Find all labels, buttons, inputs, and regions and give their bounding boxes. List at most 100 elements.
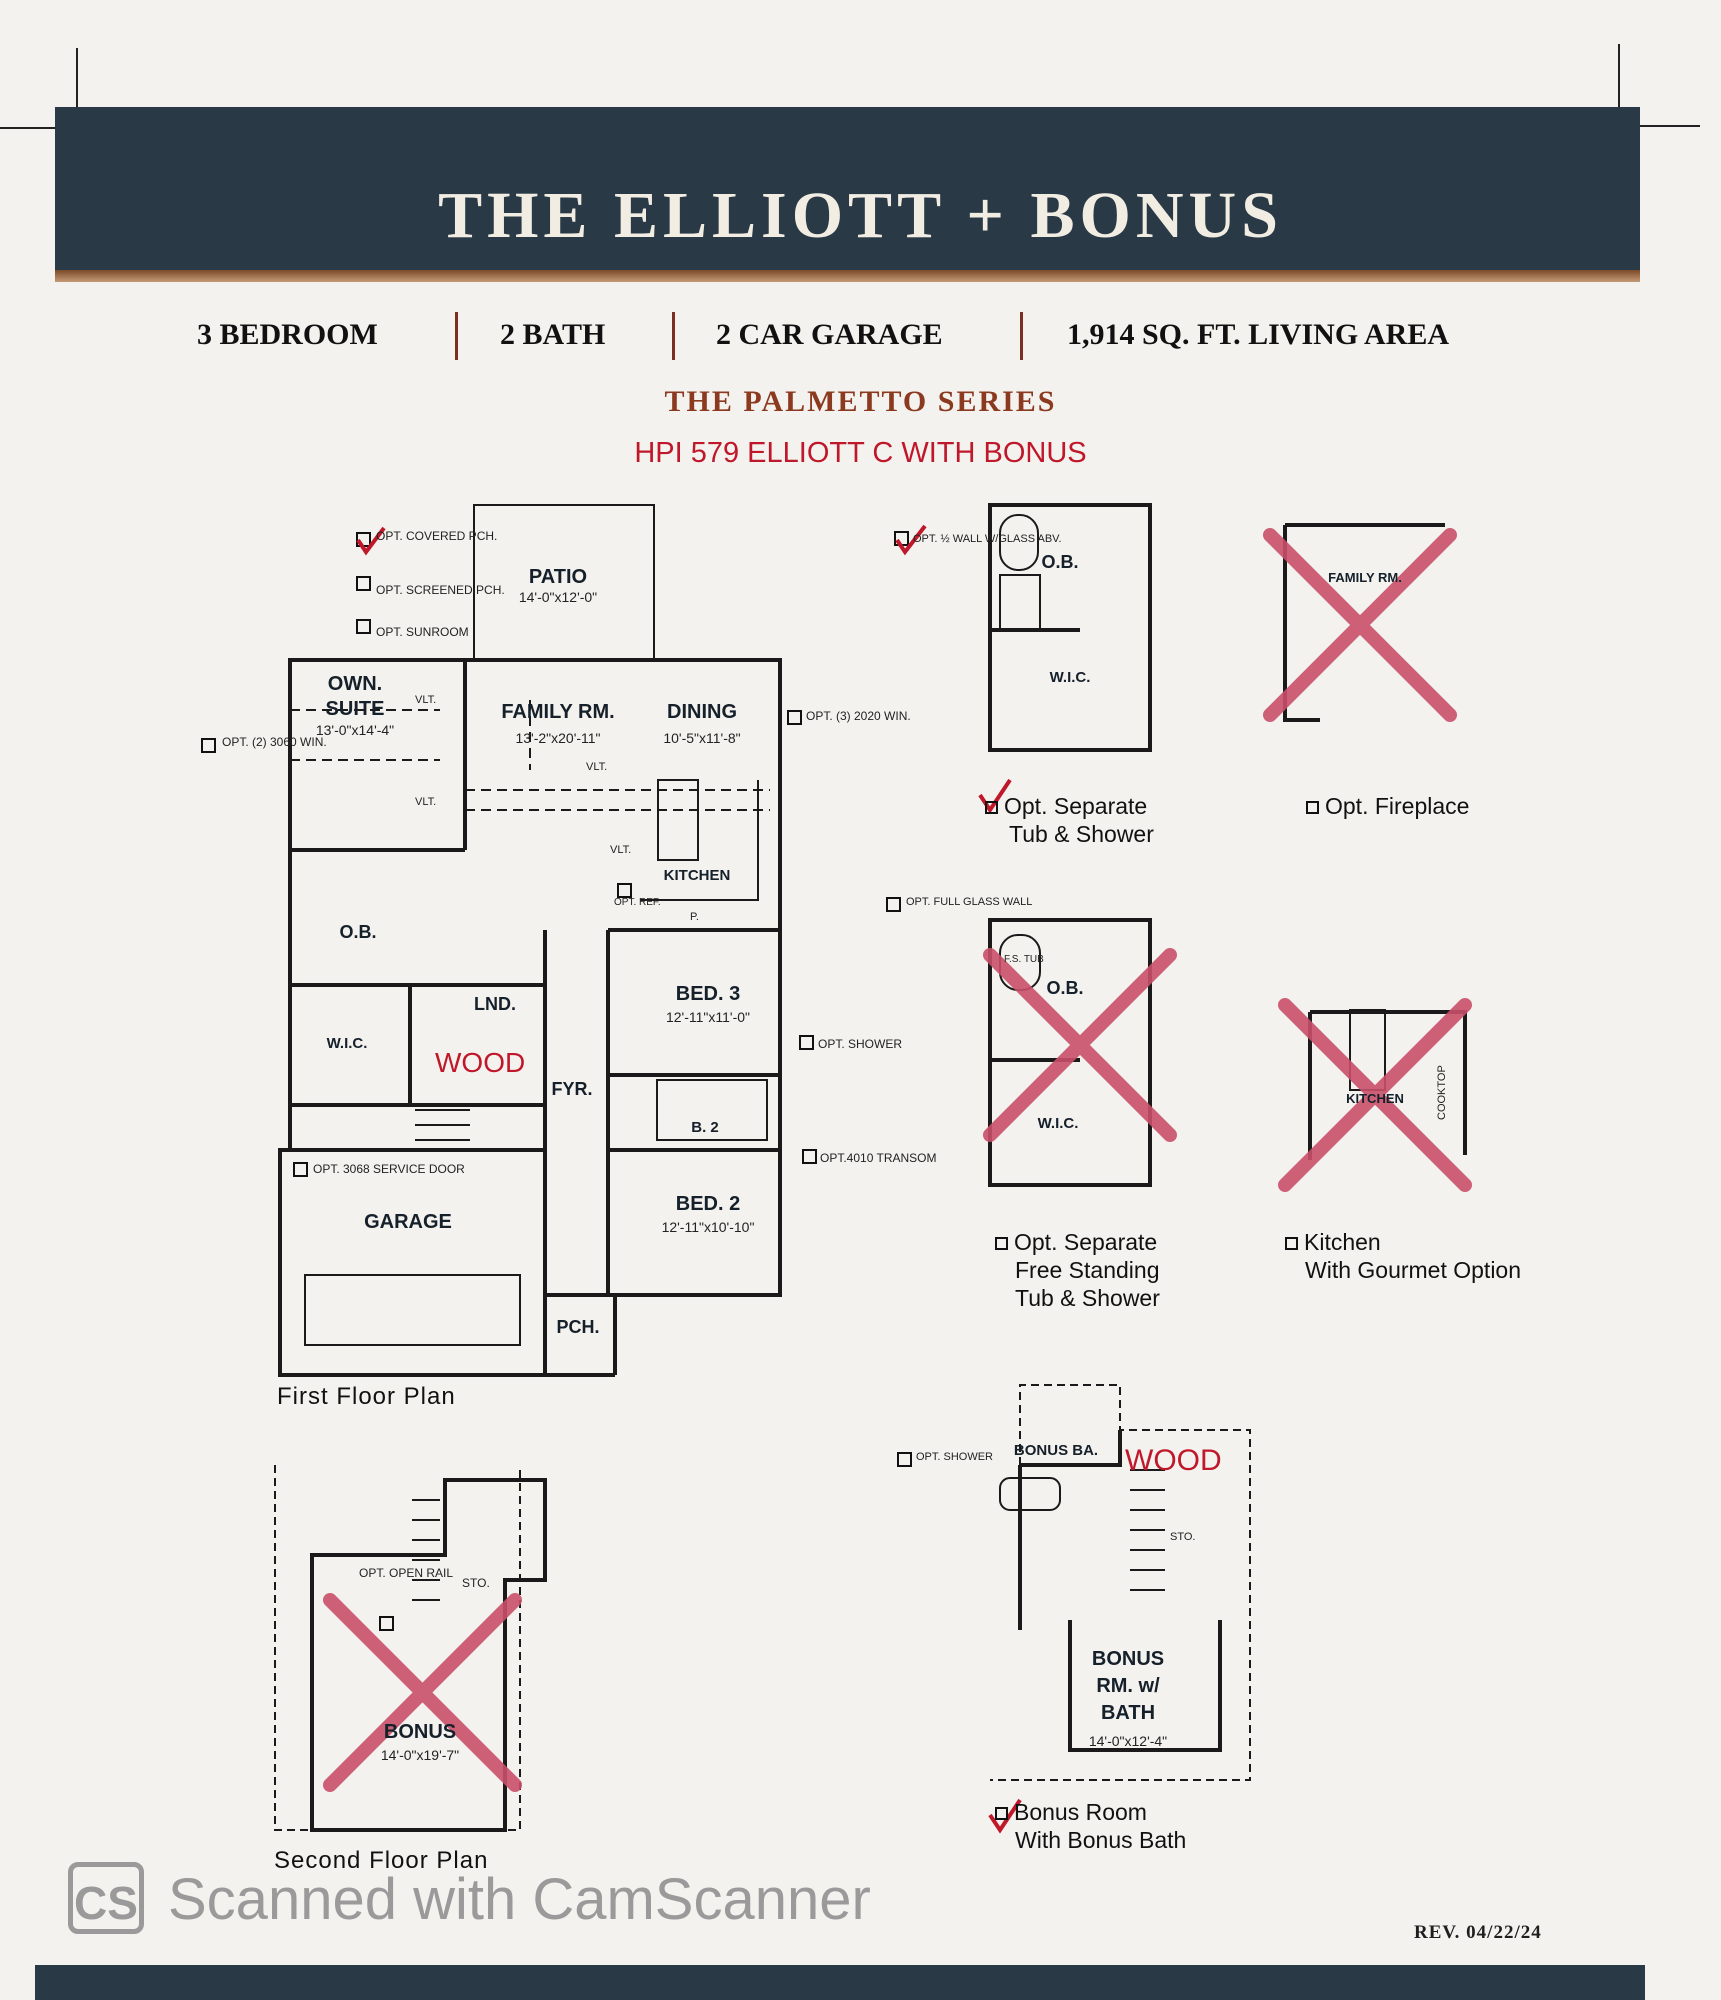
pantry-label: P. (690, 911, 699, 923)
opt-kitchen-room: KITCHEN (1346, 1091, 1404, 1106)
checkbox[interactable] (1285, 1237, 1298, 1251)
bed3-dim: 12'-11"x11'-0" (666, 1009, 750, 1025)
option-label: Tub & Shower (1009, 821, 1154, 847)
crop-mark-left (76, 48, 78, 116)
stat-garage: 2 CAR GARAGE (716, 318, 943, 351)
option-label: Opt. Separate (1014, 1229, 1158, 1255)
option-label: With Bonus Bath (1015, 1827, 1187, 1853)
check-covered-porch (356, 526, 386, 556)
fs-tub-label: F.S. TUB (1004, 954, 1044, 965)
checkbox[interactable] (985, 801, 998, 815)
own-suite-dim: 13'-0"x14'-4" (316, 722, 394, 738)
opt-sep-tub-outline (988, 503, 1152, 752)
check-half-wall (895, 524, 927, 556)
option-label: Tub & Shower (1015, 1285, 1160, 1311)
note-full-glass: OPT. FULL GLASS WALL (906, 896, 1032, 908)
bonus-bath-label: BONUS BA. (1014, 1442, 1098, 1459)
option-label: Opt. Fireplace (1325, 793, 1470, 819)
model-name: HPI 579 ELLIOTT C WITH BONUS (634, 437, 1087, 469)
opt-free-wic: W.I.C. (1038, 1115, 1079, 1132)
room-family: FAMILY RM. (501, 701, 614, 723)
stat-divider (455, 312, 458, 360)
stat-area: 1,914 SQ. FT. LIVING AREA (1067, 318, 1450, 351)
note-screened-porch: OPT. SCREENED PCH. (376, 583, 505, 597)
opt-free-tub-outline (988, 918, 1152, 1187)
note-open-rail: OPT. OPEN RAIL (359, 1566, 453, 1580)
series-name: THE PALMETTO SERIES (664, 385, 1057, 418)
opt-free-ob: O.B. (1046, 978, 1083, 998)
opt-ref-label: OPT. REF. (614, 897, 661, 908)
room-bonus: BONUS (384, 1721, 456, 1743)
kitchen-x (1278, 998, 1472, 1192)
room-patio: PATIO (529, 566, 587, 588)
option-label: With Gourmet Option (1305, 1257, 1522, 1283)
second-floor-x (323, 1593, 522, 1792)
note-service-door: OPT. 3068 SERVICE DOOR (313, 1162, 465, 1176)
first-floor-caption: First Floor Plan (277, 1383, 456, 1410)
note-covered-porch: OPT. COVERED PCH. (376, 529, 497, 543)
dining-dim: 10'-5"x11'-8" (663, 730, 740, 746)
option-separate-tub[interactable]: Opt. Separate Tub & Shower (985, 792, 1154, 848)
bonus-dim: 14'-0"x19'-7" (381, 1747, 459, 1763)
room-bed3: BED. 3 (676, 983, 740, 1005)
room-ob: O.B. (339, 922, 376, 942)
title-banner (55, 107, 1640, 282)
note-2020-win: OPT. (3) 2020 WIN. (806, 709, 911, 723)
vlt-label: VLT. (610, 844, 631, 856)
patio-dim: 14'-0"x12'-0" (519, 589, 597, 605)
room-dining: DINING (667, 701, 737, 723)
note-half-wall: OPT. ½ WALL W/GLASS ABV. (913, 533, 1062, 545)
note-transom: OPT.4010 TRANSOM (820, 1151, 936, 1165)
page-title: THE ELLIOTT + BONUS (438, 179, 1283, 252)
check-sep-tub (978, 778, 1012, 814)
note-bonus-shower: OPT. SHOWER (916, 1451, 993, 1463)
room-bath2: B. 2 (691, 1119, 719, 1136)
family-dim: 13'-2"x20'-11" (515, 730, 600, 746)
banner-accent (55, 270, 1640, 282)
option-label: Bonus Room (1014, 1799, 1147, 1825)
wood-label-first: WOOD (435, 1047, 525, 1078)
scan-watermark: Scanned with CamScanner (168, 1867, 871, 1932)
stat-baths: 2 BATH (500, 318, 606, 351)
option-label: Free Standing (1015, 1257, 1160, 1283)
check-bonus-room (988, 1798, 1022, 1834)
second-floor-caption: Second Floor Plan (274, 1847, 489, 1874)
bed2-dim: 12'-11"x10'-10" (662, 1219, 755, 1235)
room-porch: PCH. (556, 1317, 599, 1337)
room-foyer: FYR. (551, 1079, 592, 1099)
option-bonus-room[interactable]: Bonus Room With Bonus Bath (995, 1798, 1186, 1854)
room-wic: W.I.C. (327, 1035, 368, 1052)
opt-fireplace-outline (1283, 523, 1445, 722)
room-kitchen: KITCHEN (664, 867, 731, 884)
checkbox[interactable] (995, 1237, 1008, 1251)
vlt-label: VLT. (586, 761, 607, 773)
free-tub-x (983, 948, 1177, 1142)
checkbox[interactable] (1306, 801, 1319, 815)
wood-label-bonus: WOOD (1125, 1444, 1222, 1477)
stat-divider (672, 312, 675, 360)
stat-divider (1020, 312, 1023, 360)
revision-date: REV. 04/22/24 (1414, 1922, 1542, 1943)
option-label: Kitchen (1304, 1229, 1381, 1255)
note-sunroom: OPT. SUNROOM (376, 625, 469, 639)
opt-sep-wic: W.I.C. (1050, 669, 1091, 686)
bonus-rm-line1: BONUS (1092, 1648, 1164, 1670)
bonus-sto-label: STO. (1170, 1531, 1195, 1543)
crop-mark-h-right (1640, 125, 1700, 127)
room-own-suite-2: SUITE (326, 698, 385, 720)
stat-bedrooms: 3 BEDROOM (197, 318, 378, 351)
camscanner-logo: CS (68, 1862, 144, 1934)
vlt-label: VLT. (415, 694, 436, 706)
bonus-rm-line2: RM. w/ (1096, 1675, 1160, 1697)
crop-mark-h-left (0, 127, 60, 129)
room-garage: GARAGE (364, 1211, 452, 1233)
note-shower: OPT. SHOWER (818, 1037, 902, 1051)
option-label: Opt. Separate (1004, 793, 1148, 819)
bonus-rm-line3: BATH (1101, 1702, 1155, 1724)
option-free-standing-tub[interactable]: Opt. Separate Free Standing Tub & Shower (995, 1228, 1160, 1312)
bonus-rm-dim: 14'-0"x12'-4" (1089, 1733, 1167, 1749)
checkbox[interactable] (995, 1807, 1008, 1821)
option-fireplace[interactable]: Opt. Fireplace (1306, 792, 1469, 820)
option-gourmet-kitchen[interactable]: Kitchen With Gourmet Option (1285, 1228, 1521, 1284)
